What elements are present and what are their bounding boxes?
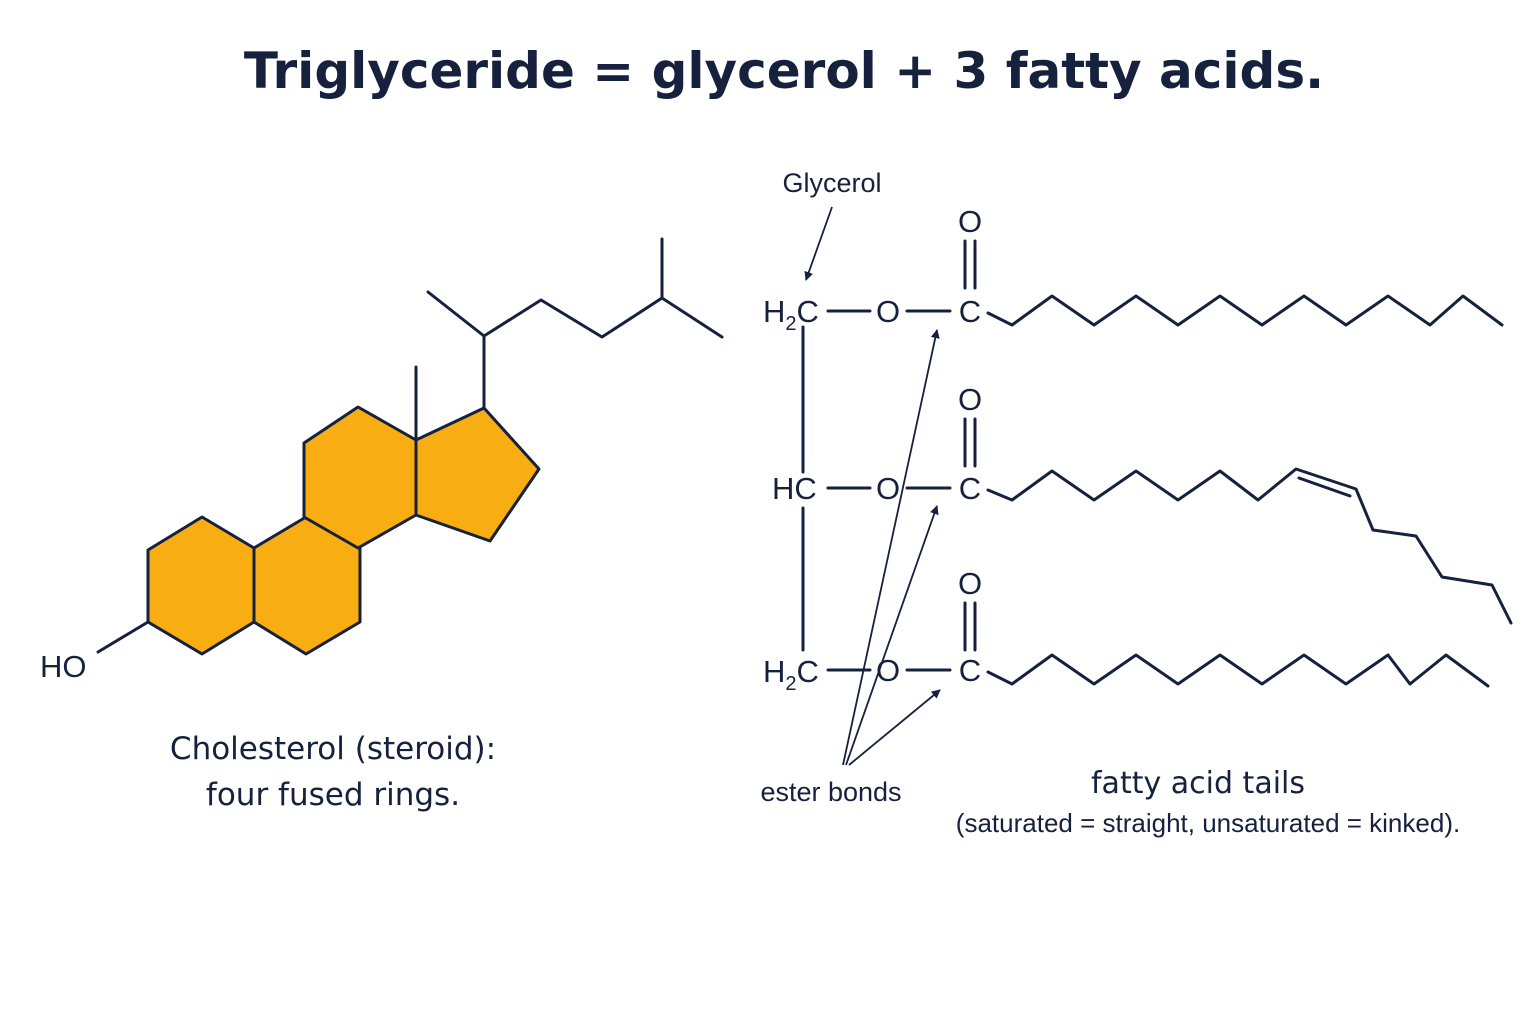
ester-arrow-1 <box>842 329 940 766</box>
ester1-carbonyl-carbon: C <box>959 294 981 329</box>
glycerol-label: Glycerol <box>782 168 881 198</box>
fatty-acid-tails-label: fatty acid tails <box>1091 766 1305 801</box>
ester3-carbonyl-oxygen: O <box>958 566 982 601</box>
ring-c <box>302 405 418 550</box>
cholesterol-structure: HO Cholesterol (steroid): four fused rin… <box>40 237 724 813</box>
glycerol-arrow <box>804 206 833 281</box>
ester3-carbonyl-carbon: C <box>959 653 981 688</box>
ester2-carbonyl-carbon: C <box>959 471 981 506</box>
cholesterol-caption-line2: four fused rings. <box>206 777 460 813</box>
ring-d <box>414 406 541 543</box>
cholesterol-caption-line1: Cholesterol (steroid): <box>170 731 496 767</box>
fatty-acid-tails-note: (saturated = straight, unsaturated = kin… <box>956 808 1460 838</box>
backbone-top-label: H2C <box>763 294 819 335</box>
hydroxyl-label: HO <box>40 649 87 684</box>
ester1-carbonyl-oxygen: O <box>958 204 982 239</box>
fatty-acid-tail-2 <box>986 467 1513 625</box>
fatty-acid-tail-1 <box>986 294 1504 327</box>
side-chain <box>426 290 724 339</box>
hydroxyl-bond <box>96 620 150 654</box>
ester2-oxygen: O <box>876 471 900 506</box>
triglyceride-structure: Glycerol H2C HC H2C O C O O C O <box>760 168 1513 838</box>
ester-arrow-3 <box>848 689 941 766</box>
backbone-middle-label: HC <box>772 471 817 506</box>
backbone-bottom-label: H2C <box>763 654 819 695</box>
ester1-oxygen: O <box>876 294 900 329</box>
ester-arrow-2 <box>845 505 939 766</box>
fatty-acid-tail-3 <box>986 653 1490 688</box>
ring-a <box>146 515 256 656</box>
page-title: Triglyceride = glycerol + 3 fatty acids. <box>244 42 1324 100</box>
ester2-carbonyl-oxygen: O <box>958 382 982 417</box>
cis-double-bond <box>1297 476 1352 498</box>
ester-bonds-label: ester bonds <box>760 777 901 807</box>
